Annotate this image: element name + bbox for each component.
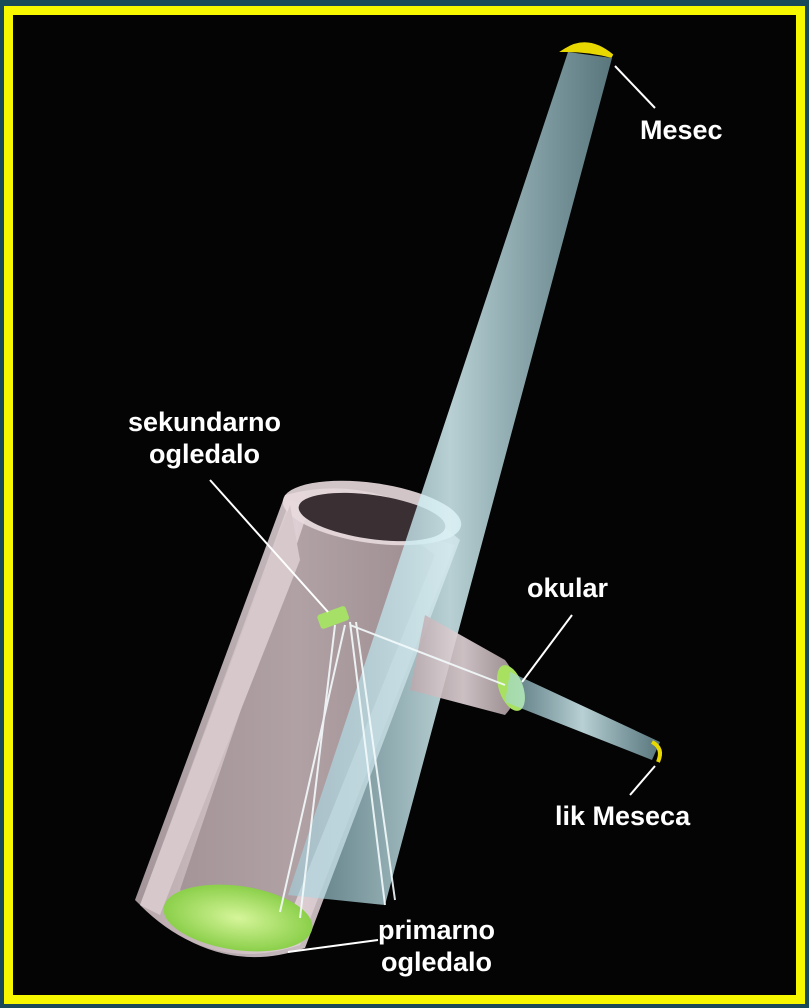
label-moon-image: lik Meseca [555,800,690,832]
label-primary-mirror: primarno ogledalo [378,914,495,978]
label-secondary-mirror-line-2: ogledalo [128,438,281,470]
outgoing-light-beam [505,672,660,760]
label-secondary-mirror: sekundarno ogledalo [128,406,281,470]
label-moon: Mesec [640,114,723,146]
label-primary-mirror-line-1: primarno [378,914,495,946]
label-eyepiece: okular [527,572,608,604]
label-primary-mirror-line-2: ogledalo [378,946,495,978]
label-secondary-mirror-line-1: sekundarno [128,406,281,438]
incoming-light-beam [288,52,612,905]
